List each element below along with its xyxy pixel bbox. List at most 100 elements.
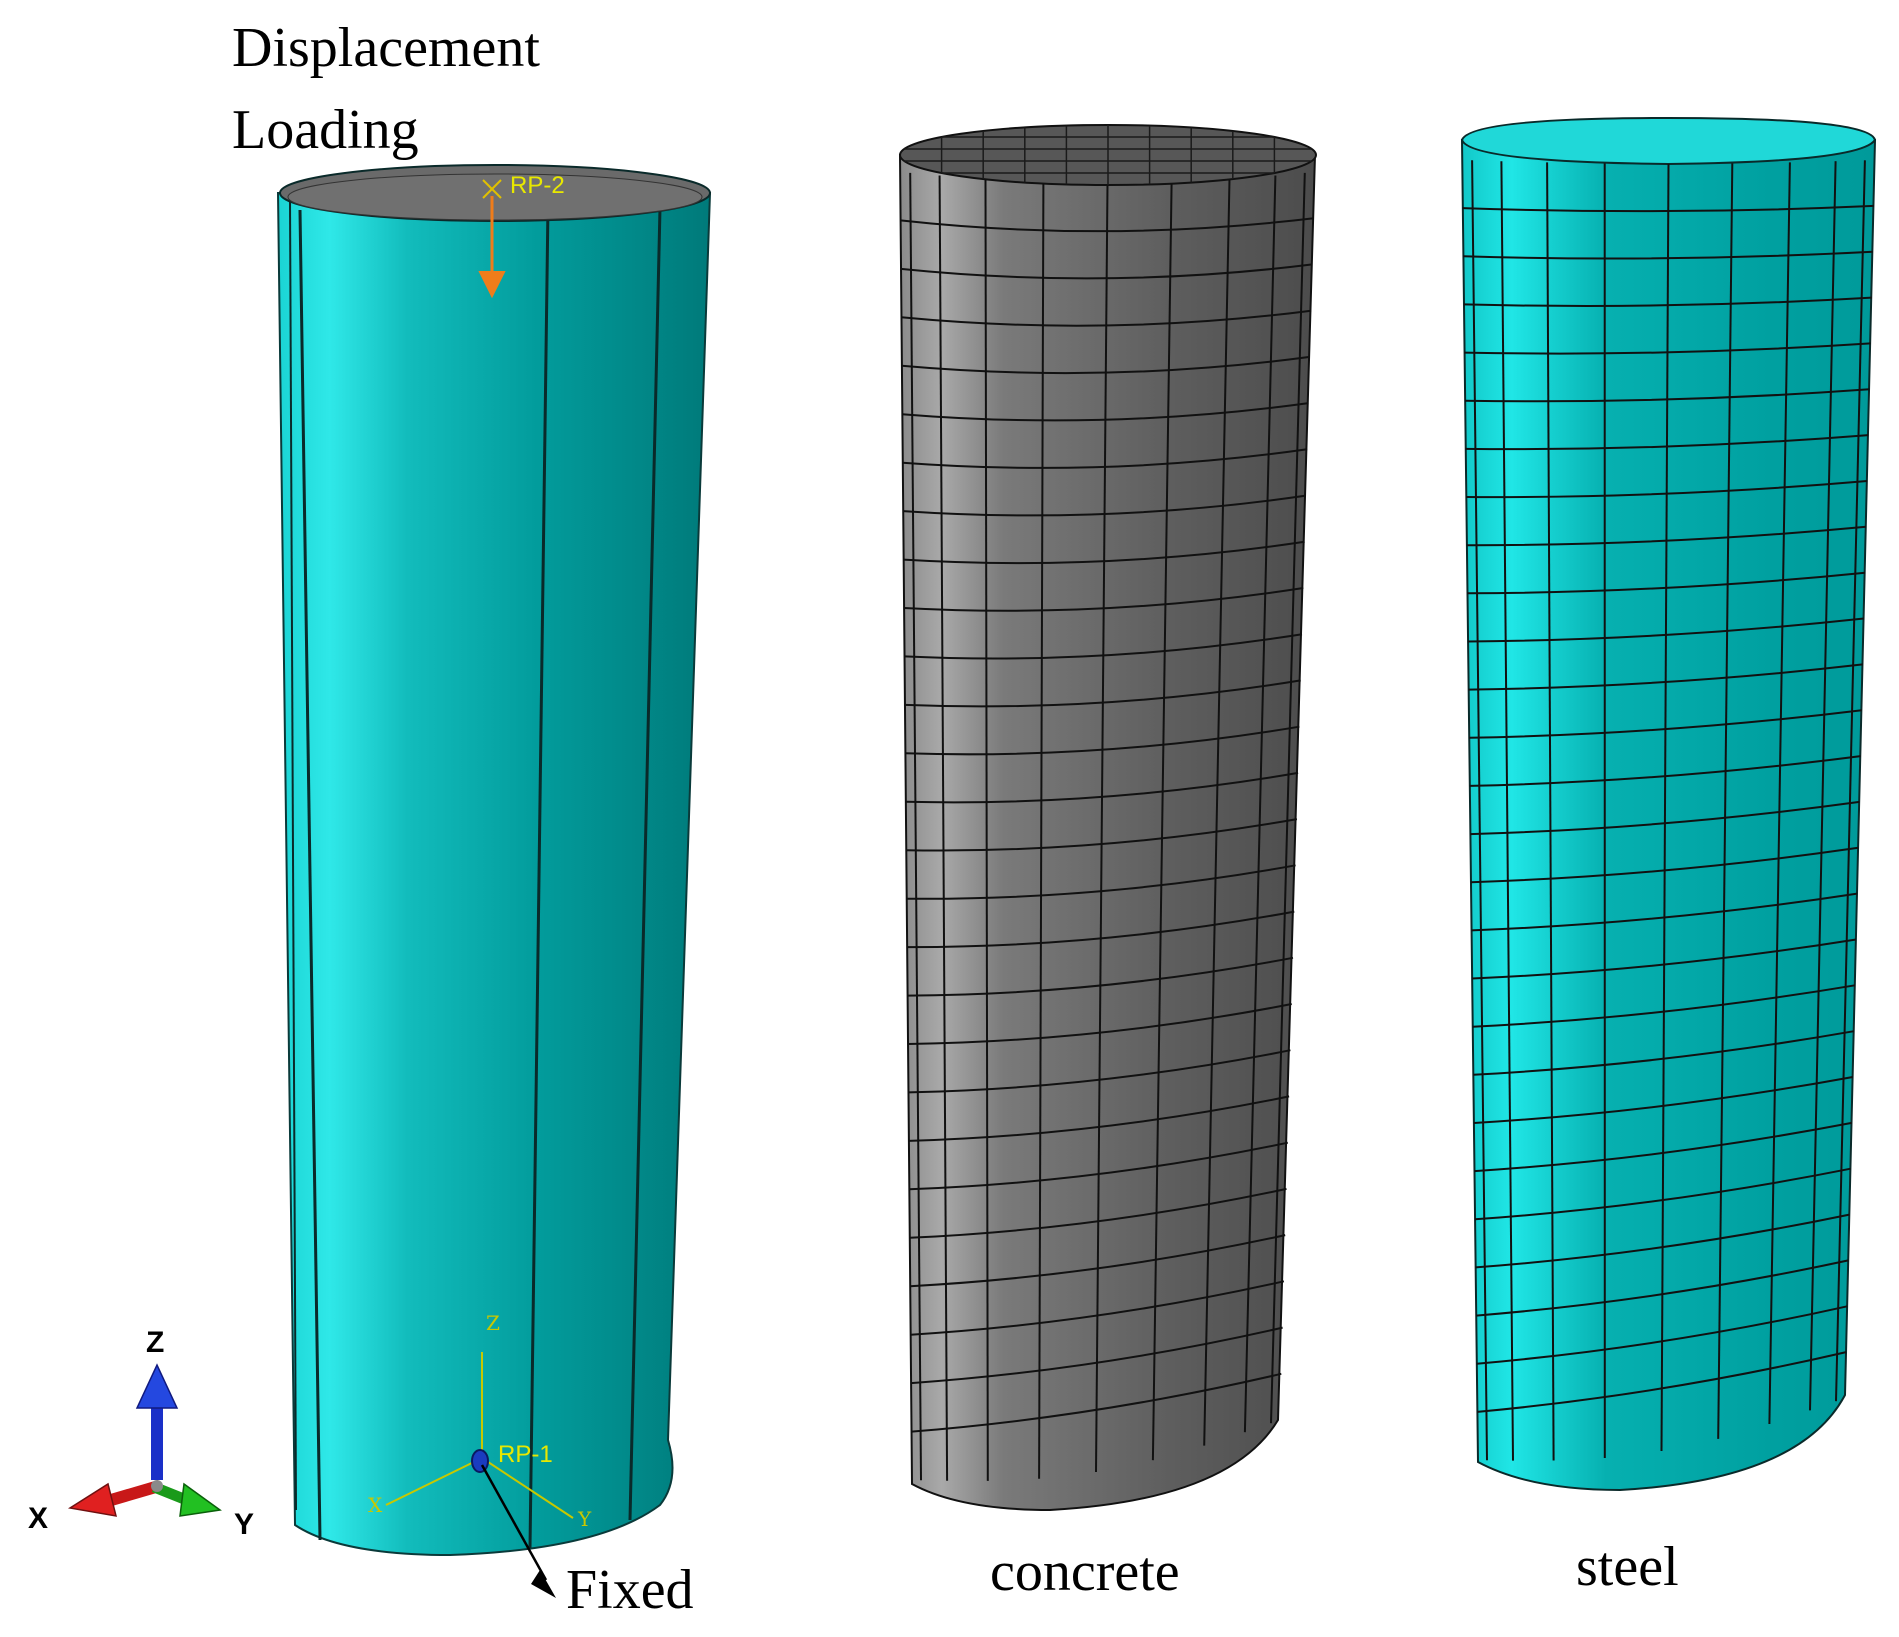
mesh-line <box>900 263 1313 280</box>
loading-label: Loading <box>232 99 419 161</box>
mesh-line <box>1470 800 1860 836</box>
mesh-line <box>1463 296 1872 307</box>
csys-y-label: Y <box>577 1507 592 1531</box>
mesh-line <box>1469 709 1862 739</box>
mesh-line <box>901 309 1312 327</box>
mesh-line <box>1835 160 1866 1402</box>
mesh-line <box>905 771 1299 804</box>
csys-x-label: X <box>368 1493 383 1517</box>
mesh-line <box>910 1234 1286 1288</box>
mesh-line <box>1466 525 1867 547</box>
mesh-line <box>1464 342 1871 355</box>
mesh-line <box>903 540 1305 565</box>
steel-tube-body <box>1460 139 1877 1492</box>
triad-y-label: Y <box>234 1508 254 1541</box>
mesh-line <box>903 587 1304 612</box>
assembled-column: RP-2 Z X Y RP-1 <box>276 164 712 1598</box>
arrow-icon <box>480 1464 556 1598</box>
mesh-line <box>1243 175 1277 1433</box>
mesh-line <box>1464 388 1870 403</box>
mesh-line <box>1472 984 1856 1028</box>
mesh-line <box>1476 1305 1848 1365</box>
mesh-line <box>1473 1030 1855 1076</box>
arrow-down-icon <box>478 196 506 299</box>
mesh-line <box>1462 204 1874 213</box>
mesh-line <box>1768 162 1791 1425</box>
mesh-line <box>906 864 1296 900</box>
mesh-line <box>1474 1167 1851 1221</box>
steel-tube-inner-wall <box>1460 116 1877 166</box>
mesh-line <box>903 494 1307 517</box>
mesh-line <box>1469 755 1861 787</box>
mesh-line <box>1476 1259 1849 1317</box>
mesh-line <box>1468 663 1863 691</box>
mesh-line <box>1463 250 1873 260</box>
csys-z-label: Z <box>486 1311 500 1335</box>
mesh-line <box>1470 846 1859 884</box>
mesh-line <box>909 172 922 1481</box>
mesh-line <box>900 217 1314 233</box>
mesh-line <box>909 1141 1289 1191</box>
mesh-line <box>1467 617 1865 643</box>
concrete-mesh <box>900 172 1314 1481</box>
mesh-line <box>1546 162 1555 1461</box>
rp-top-marker <box>482 179 502 199</box>
mesh-line <box>1474 1121 1852 1173</box>
mesh-line <box>1270 172 1306 1424</box>
assembled-column-partition-lines <box>289 199 662 1549</box>
concrete-core-body <box>898 154 1317 1512</box>
mesh-line <box>1473 1076 1853 1124</box>
mesh-line <box>904 679 1301 708</box>
triad-z-label: Z <box>146 1326 164 1359</box>
mesh-line <box>902 448 1308 469</box>
mesh-line <box>907 910 1295 949</box>
mesh-line <box>902 402 1309 422</box>
triad-x-label: X <box>28 1502 48 1535</box>
rp-bottom-marker <box>471 1449 489 1473</box>
mesh-line <box>1477 1351 1847 1413</box>
mesh-line <box>938 175 949 1481</box>
mesh-line <box>1475 1213 1850 1269</box>
mesh-line <box>908 1049 1291 1094</box>
mesh-line <box>905 725 1300 756</box>
rp-bottom-label: RP-1 <box>498 1441 553 1468</box>
axis-triad-icon <box>67 1363 222 1517</box>
mesh-line <box>911 1326 1283 1385</box>
mesh-line <box>1203 179 1231 1446</box>
mesh-line <box>906 818 1298 852</box>
mesh-line <box>1467 571 1866 595</box>
steel-mesh <box>1462 160 1874 1461</box>
mesh-line <box>1500 161 1514 1461</box>
fixed-label: Fixed <box>566 1559 694 1621</box>
local-csys <box>385 1352 574 1519</box>
steel-label: steel <box>1576 1536 1679 1598</box>
concrete-label: concrete <box>990 1541 1180 1603</box>
concrete-top-mesh <box>904 125 1312 185</box>
mesh-line <box>1717 163 1734 1439</box>
assembled-column-body <box>276 192 712 1557</box>
mesh-line <box>904 633 1303 660</box>
mesh-line <box>909 1187 1287 1239</box>
mesh-line <box>984 179 989 1481</box>
mesh-line <box>1660 163 1670 1452</box>
mesh-line <box>1466 480 1868 499</box>
mesh-line <box>901 355 1310 375</box>
rp-top-label: RP-2 <box>510 172 565 199</box>
concrete-core <box>898 124 1317 1512</box>
mesh-line <box>1809 161 1837 1411</box>
mesh-line <box>910 1280 1285 1336</box>
steel-tube <box>1460 116 1877 1492</box>
mesh-line <box>1095 183 1109 1473</box>
mesh-line <box>1038 182 1045 1479</box>
mesh-line <box>1472 938 1857 980</box>
mesh-line <box>1151 182 1173 1461</box>
mesh-line <box>908 1095 1290 1142</box>
mesh-line <box>911 1372 1282 1433</box>
mesh-line <box>907 956 1294 997</box>
mesh-line <box>1471 160 1488 1461</box>
mesh-line <box>1471 892 1858 932</box>
mesh-line <box>1465 434 1869 451</box>
mesh-line <box>907 1003 1292 1045</box>
displacement-label: Displacement <box>232 17 540 79</box>
